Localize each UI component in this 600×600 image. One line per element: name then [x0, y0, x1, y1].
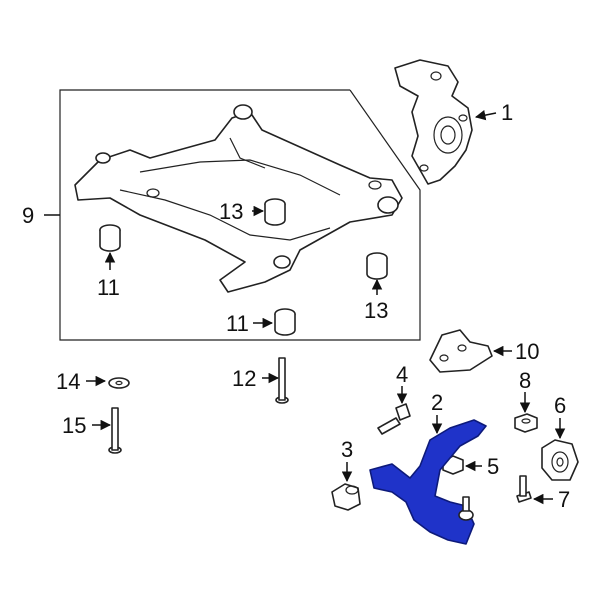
- callout-2: 2: [431, 390, 443, 415]
- bolt-12-part: [275, 357, 289, 404]
- callout-7: 7: [558, 487, 570, 512]
- callout-9: 9: [22, 203, 34, 228]
- callout-8: 8: [519, 368, 531, 393]
- bushing-3-part: [331, 483, 361, 511]
- bushing-11-left: [99, 224, 121, 252]
- bolt-15-part: [108, 407, 122, 454]
- subframe-group-box: [59, 89, 421, 341]
- callout-4: 4: [396, 362, 408, 387]
- callout-3: 3: [341, 437, 353, 462]
- callout-11-left: 11: [97, 275, 120, 300]
- nut-8-part: [514, 413, 538, 433]
- callout-labels: 1 2 3 4 5 6 7 8 9 10 11 11 12 13 13 14 1…: [22, 100, 570, 512]
- callout-5: 5: [487, 454, 499, 479]
- bracket-10-part: [429, 329, 493, 373]
- callout-12: 12: [232, 366, 256, 391]
- subframe-part: [74, 104, 403, 293]
- washer-14-part: [108, 377, 130, 389]
- bushing-6-part: [541, 439, 579, 481]
- callout-15: 15: [62, 413, 86, 438]
- callout-1: 1: [501, 100, 513, 125]
- lower-control-arm-highlight: [369, 419, 487, 545]
- callout-13-right: 13: [364, 298, 388, 323]
- leader-lines: [44, 109, 566, 505]
- bushing-11-bottom: [274, 308, 296, 336]
- bushing-13-right: [366, 252, 388, 280]
- callout-13-upper: 13: [219, 199, 243, 224]
- steering-knuckle-part: [394, 59, 473, 185]
- bolt-7-part: [516, 475, 532, 503]
- lower-control-arm-part: [369, 419, 487, 545]
- callout-10: 10: [515, 339, 539, 364]
- callout-11-bottom: 11: [226, 311, 249, 336]
- callout-14: 14: [56, 369, 80, 394]
- callout-6: 6: [554, 393, 566, 418]
- bushing-13-upper: [264, 198, 286, 226]
- bolt-4-part: [377, 403, 411, 435]
